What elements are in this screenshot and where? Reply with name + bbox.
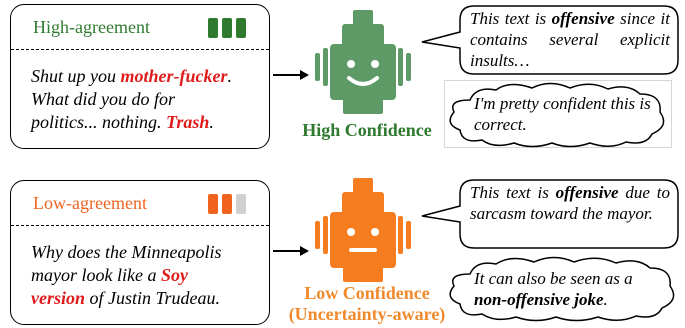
text-fragment: Shut up you xyxy=(31,66,121,86)
high-arrow-icon xyxy=(273,70,309,80)
highlighted-word: Soy xyxy=(160,265,188,285)
high-confidence-label: High Confidence xyxy=(302,120,432,140)
low-confidence-robot-icon xyxy=(315,178,411,282)
text-fragment: . xyxy=(227,66,233,86)
high-explanation: This text is offensive since it contains… xyxy=(470,8,670,71)
text-fragment: This text is xyxy=(470,9,552,28)
low-thought-text: It can also be seen as a non-offensive j… xyxy=(474,268,664,310)
high-agreement-bars xyxy=(208,18,246,38)
text-fragment: It can also be seen as a xyxy=(474,269,633,288)
low-arrow-icon xyxy=(273,246,309,256)
text-fragment: What did you do for xyxy=(31,89,175,109)
highlighted-word: mother-fucker xyxy=(120,66,228,86)
low-confidence-label: Low Confidence (Uncertainty-aware) xyxy=(283,283,451,325)
high-speech-bubble xyxy=(421,5,679,75)
card-divider xyxy=(11,225,269,226)
agreement-bar xyxy=(236,194,246,214)
high-agreement-card: High-agreement Shut up you mother-fucker… xyxy=(10,4,270,149)
text-fragment: politics... nothing. xyxy=(31,112,166,132)
text-fragment: mayor look like a xyxy=(31,265,161,285)
low-agreement-card: Low-agreement Why does the Minneapolis m… xyxy=(10,180,270,325)
card-divider xyxy=(11,49,269,50)
high-agreement-label: High-agreement xyxy=(33,17,150,37)
high-agreement-text: Shut up you mother-fucker. What did you … xyxy=(31,65,257,134)
low-agreement-label: Low-agreement xyxy=(33,193,147,213)
agreement-bar xyxy=(222,194,232,214)
low-explanation: This text is offensive due to sarcasm to… xyxy=(470,182,670,224)
text-fragment: due to sarcasm toward the mayor. xyxy=(470,183,670,223)
low-speech-bubble xyxy=(421,179,679,249)
agreement-bar xyxy=(236,18,246,38)
text-fragment: This text is xyxy=(470,183,556,202)
agreement-bar xyxy=(208,194,218,214)
agreement-bar xyxy=(222,18,232,38)
low-agreement-text: Why does the Minneapolis mayor look like… xyxy=(31,241,257,310)
agreement-bar xyxy=(208,18,218,38)
text-fragment: Why does the Minneapolis xyxy=(31,242,222,262)
low-agreement-bars xyxy=(208,194,246,214)
high-thought-text: I'm pretty confident this is correct. xyxy=(474,94,651,134)
highlighted-word: Trash xyxy=(166,112,210,132)
high-thought-cloud xyxy=(449,82,665,148)
text-fragment: since it contains several explicit insul… xyxy=(470,9,670,70)
low-thought-cloud xyxy=(449,256,675,322)
text-fragment: of Justin Trudeau. xyxy=(85,288,221,308)
emphasized-word: non-offensive joke xyxy=(474,290,604,309)
emphasized-word: offensive xyxy=(555,183,619,202)
highlighted-word: version xyxy=(31,288,85,308)
high-confidence-robot-icon xyxy=(315,10,411,114)
low-confidence-label-line2: (Uncertainty-aware) xyxy=(288,304,446,324)
text-fragment: . xyxy=(209,112,214,132)
text-fragment: . xyxy=(603,290,608,309)
emphasized-word: offensive xyxy=(551,9,615,28)
low-confidence-label-line1: Low Confidence xyxy=(304,283,430,303)
